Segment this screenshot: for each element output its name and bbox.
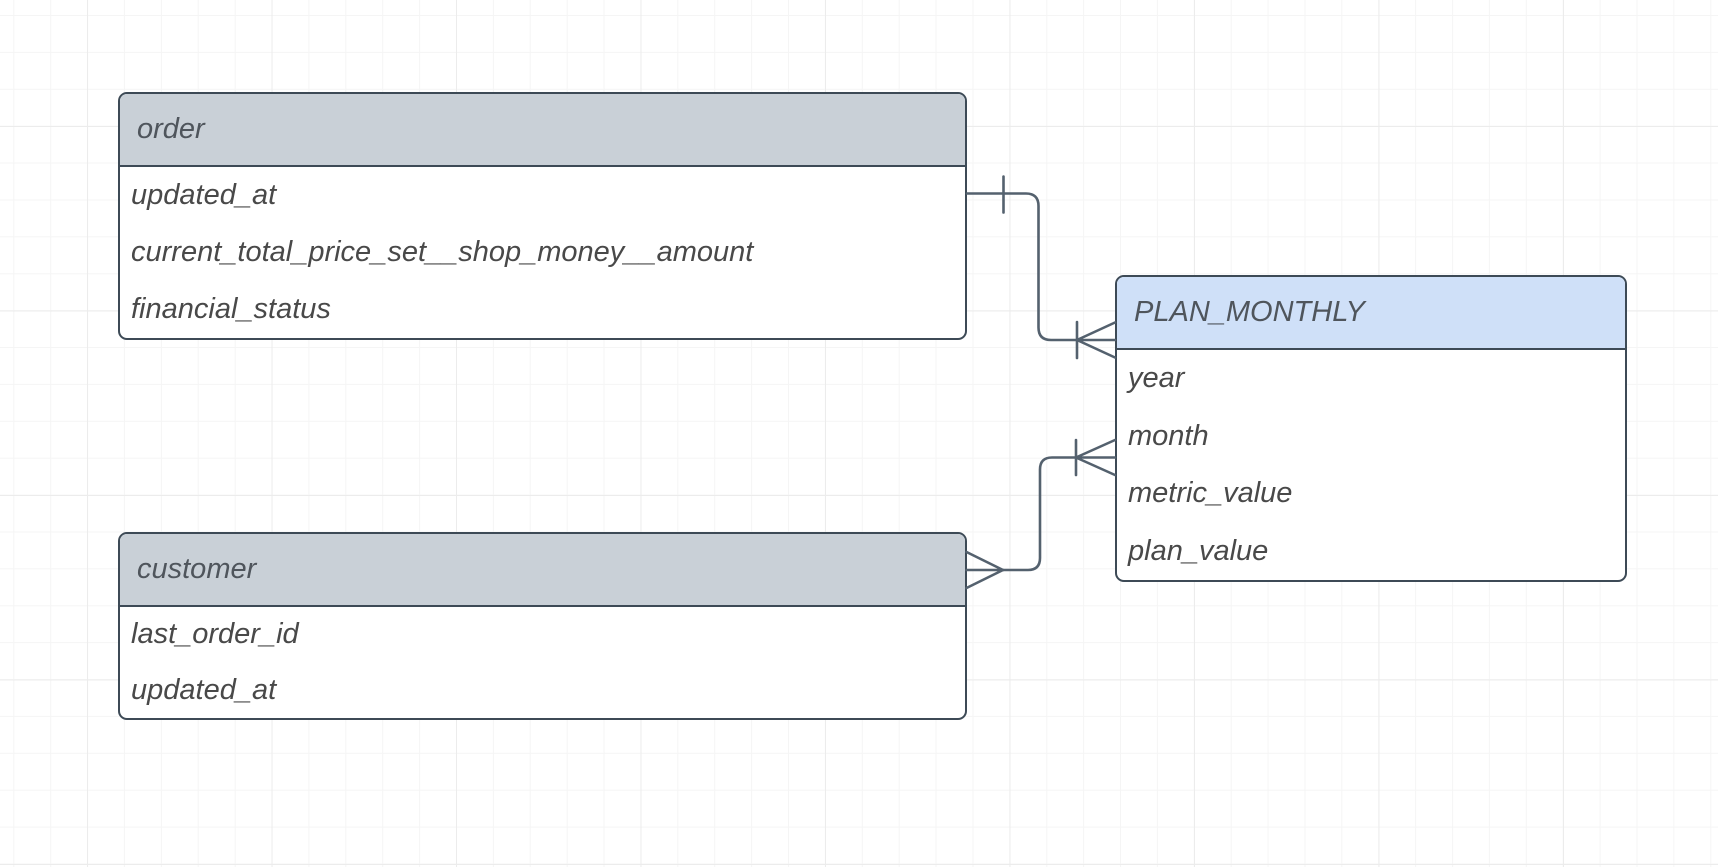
edge-order-plan-monthly[interactable] [965, 175, 1117, 360]
entity-customer-rows: last_order_id updated_at [120, 607, 965, 718]
field-label: current_total_price_set__shop_money__amo… [131, 236, 754, 268]
field-label: metric_value [1128, 477, 1293, 510]
entity-customer[interactable]: customer last_order_id updated_at [118, 532, 967, 720]
entity-field-row[interactable]: plan_value [1117, 523, 1625, 581]
field-label: updated_at [131, 179, 277, 211]
entity-field-row[interactable]: current_total_price_set__shop_money__amo… [120, 224, 965, 281]
field-label: month [1128, 419, 1209, 452]
entity-order-header[interactable]: order [120, 94, 965, 167]
field-label: plan_value [1128, 534, 1269, 567]
entity-order-title: order [137, 113, 205, 145]
edge-customer-plan-monthly[interactable] [965, 438, 1117, 590]
entity-plan-monthly-header[interactable]: PLAN_MONTHLY [1117, 277, 1625, 350]
edge-line[interactable] [965, 192, 1079, 342]
entity-plan-monthly-rows: year month metric_value plan_value [1117, 350, 1625, 580]
entity-plan-monthly-title: PLAN_MONTHLY [1134, 296, 1366, 328]
field-label: updated_at [131, 673, 277, 706]
entity-order[interactable]: order updated_at current_total_price_set… [118, 92, 967, 340]
entity-customer-header[interactable]: customer [120, 534, 965, 607]
entity-plan-monthly[interactable]: PLAN_MONTHLY year month metric_value pla… [1115, 275, 1627, 582]
entity-field-row[interactable]: financial_status [120, 281, 965, 338]
field-label: last_order_id [131, 618, 299, 651]
many-crow-foot-marker [965, 550, 1005, 590]
entity-field-row[interactable]: metric_value [1117, 465, 1625, 523]
entity-field-row[interactable]: year [1117, 350, 1625, 408]
field-label: year [1128, 362, 1185, 395]
field-label: financial_status [131, 293, 331, 325]
edge-line[interactable] [1001, 456, 1078, 572]
entity-order-rows: updated_at current_total_price_set__shop… [120, 167, 965, 338]
entity-field-row[interactable]: month [1117, 408, 1625, 466]
one-or-many-crow-foot-marker [1074, 438, 1117, 477]
entity-field-row[interactable]: updated_at [120, 663, 965, 719]
one-or-many-crow-foot-marker [1075, 320, 1117, 360]
entity-field-row[interactable]: updated_at [120, 167, 965, 224]
entity-customer-title: customer [137, 553, 257, 585]
entity-field-row[interactable]: last_order_id [120, 607, 965, 663]
